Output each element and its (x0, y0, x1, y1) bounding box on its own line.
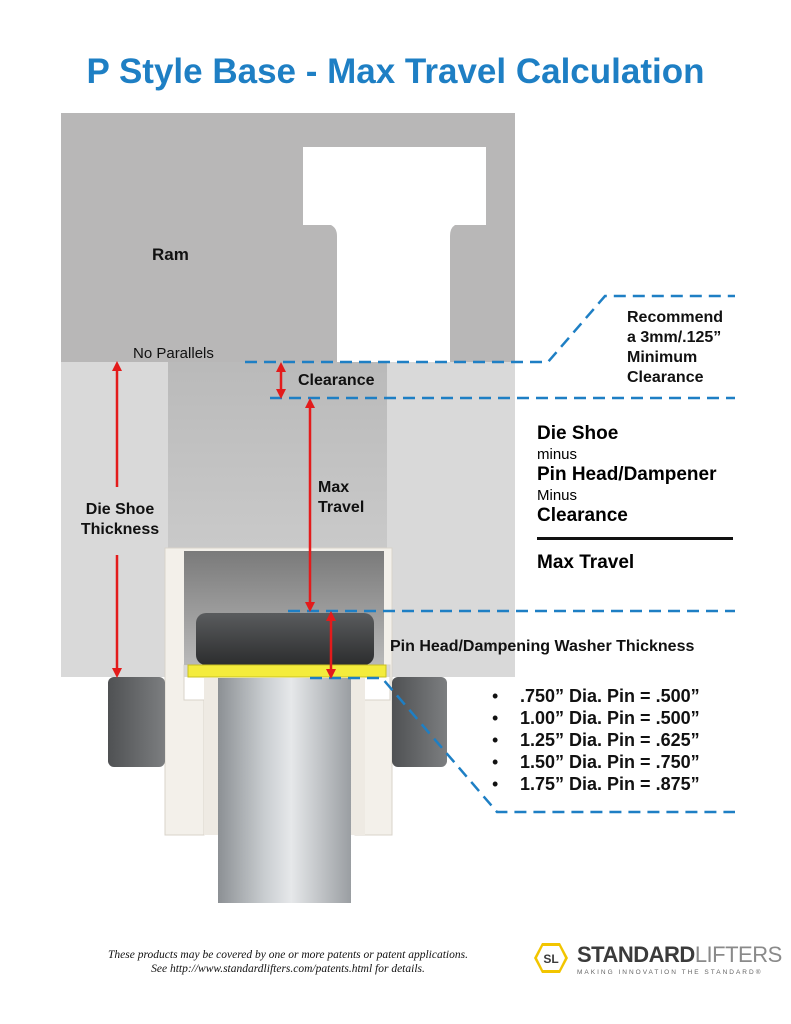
page-title: P Style Base - Max Travel Calculation (86, 52, 705, 91)
formula-op-minus-1: minus (537, 446, 578, 463)
list-item: • .750” Dia. Pin = .500” (492, 685, 700, 707)
logo-wordmark: STANDARDLIFTERS (577, 942, 782, 968)
die-shoe-line-1: Die Shoe (85, 501, 155, 518)
bullet: • (492, 774, 499, 794)
bullet: • (492, 730, 499, 750)
patent-footnote: These products may be covered by one or … (78, 948, 498, 976)
leader-washer-bottom (310, 676, 735, 814)
badge-text: SL (543, 952, 558, 966)
pin-head (196, 613, 374, 665)
bullet: • (492, 686, 499, 706)
leader-top-of-shoe (245, 294, 735, 364)
pin-sleeve-left (204, 678, 218, 835)
max-travel-line-2: Travel (318, 499, 365, 516)
pin-item-text: 1.50” Dia. Pin = .750” (520, 752, 700, 772)
side-block-right (392, 677, 447, 767)
ram-t-slot (303, 147, 486, 362)
clearance-label: Clearance (298, 372, 375, 389)
pin-item-text: 1.00” Dia. Pin = .500” (520, 708, 700, 728)
list-item: • 1.75” Dia. Pin = .875” (492, 773, 700, 795)
formula-term-die-shoe: Die Shoe (537, 423, 619, 444)
logo-word-lifters: LIFTERS (694, 942, 782, 967)
bullet: • (492, 752, 499, 772)
formula-term-clearance: Clearance (537, 505, 628, 526)
recommend-line-3: Minimum (627, 349, 698, 366)
sl-badge-icon: SL (534, 943, 568, 973)
washer-thickness-label: Pin Head/Dampening Washer Thickness (390, 638, 695, 655)
formula-result: Max Travel (537, 552, 635, 573)
footnote-line-1: These products may be covered by one or … (108, 949, 468, 961)
list-item: • 1.25” Dia. Pin = .625” (492, 729, 700, 751)
standard-lifters-logo: SL STANDARDLIFTERS MAKING INNOVATION THE… (533, 940, 782, 980)
pin-item-text: .750” Dia. Pin = .500” (520, 686, 700, 706)
recommend-clearance-note: Recommend a 3mm/.125” Minimum Clearance (627, 308, 723, 388)
dampening-washer (187, 664, 387, 678)
pin-sleeve-right (351, 678, 365, 835)
max-travel-formula: Die Shoe minus Pin Head/Dampener Minus C… (537, 423, 717, 527)
formula-term-pin-head: Pin Head/Dampener (537, 464, 717, 485)
max-travel-label: Max Travel (318, 478, 364, 518)
max-travel-line-1: Max (318, 479, 350, 496)
die-shoe-thickness-label: Die Shoe Thickness (70, 500, 170, 540)
recommend-line-2: a 3mm/.125” (627, 329, 722, 346)
no-parallels-label: No Parallels (133, 345, 214, 362)
logo-tagline: MAKING INNOVATION THE STANDARD® (577, 969, 763, 976)
pin-thickness-list: • .750” Dia. Pin = .500” • 1.00” Dia. Pin … (492, 685, 700, 795)
bore-upper-gradient (168, 362, 387, 550)
ram-label: Ram (152, 245, 189, 264)
pin-item-text: 1.25” Dia. Pin = .625” (520, 730, 700, 750)
die-shoe-line-2: Thickness (80, 521, 160, 538)
side-block-left (108, 677, 165, 767)
lifter-pin (218, 678, 351, 903)
logo-word-standard: STANDARD (577, 942, 695, 967)
dashed-leaders (245, 294, 735, 814)
formula-op-minus-2: Minus (537, 487, 578, 504)
pin-item-text: 1.75” Dia. Pin = .875” (520, 774, 700, 794)
list-item: • 1.00” Dia. Pin = .500” (492, 707, 700, 729)
list-item: • 1.50” Dia. Pin = .750” (492, 751, 700, 773)
recommend-line-1: Recommend (627, 309, 724, 326)
bullet: • (492, 708, 499, 728)
recommend-line-4: Clearance (627, 369, 704, 386)
formula-divider (537, 537, 733, 540)
footnote-line-2: See http://www.standardlifters.com/paten… (151, 963, 425, 975)
